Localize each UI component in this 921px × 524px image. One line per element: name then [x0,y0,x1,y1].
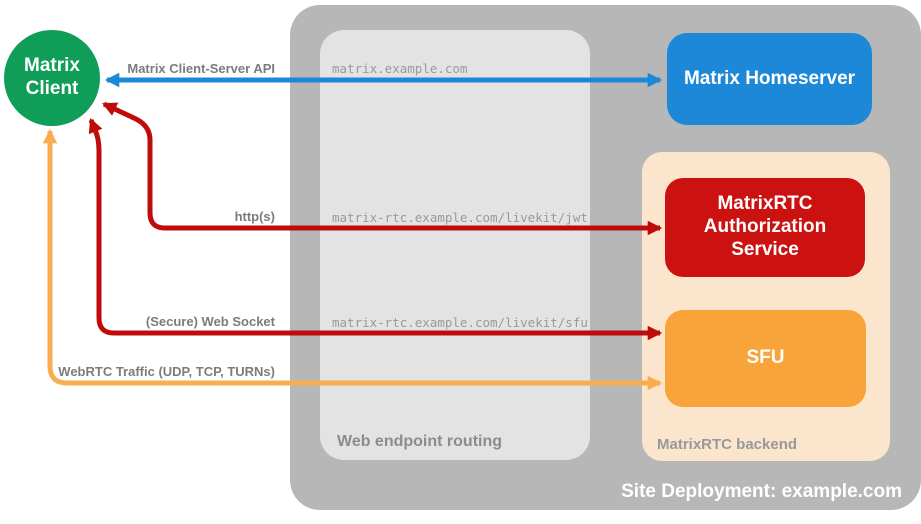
endpoint-matrix-example-com: matrix.example.com [332,61,468,76]
sfu-label: SFU [746,347,785,369]
matrix-homeserver-label: Matrix Homeserver [683,67,856,89]
matrix-client-label: Matrix Client [24,55,80,99]
endpoint-livekit-sfu: matrix-rtc.example.com/livekit/sfu [332,315,588,330]
websocket-label: (Secure) Web Socket [145,314,275,329]
endpoint-livekit-jwt: matrix-rtc.example.com/livekit/jwt [332,210,588,225]
matrixrtc-backend-title: MatrixRTC backend [657,436,798,453]
matrixrtc-authorization-service-label: MatrixRTC Authorization Service [703,193,827,260]
matrixrtc-authorization-service-node: MatrixRTC Authorization Service [665,178,865,277]
client-server-api-label: Matrix Client-Server API [127,61,275,76]
web-endpoint-routing-title: Web endpoint routing [337,433,503,450]
site-deployment-title: Site Deployment: example.com [621,481,902,502]
web-endpoint-routing-box: Web endpoint routing [320,30,590,460]
matrix-homeserver-node: Matrix Homeserver [667,33,872,125]
matrix-client-node: Matrix Client [4,30,100,126]
https-label: http(s) [234,209,275,224]
webrtc-traffic-label: WebRTC Traffic (UDP, TCP, TURNs) [58,364,275,379]
sfu-node: SFU [665,310,866,407]
